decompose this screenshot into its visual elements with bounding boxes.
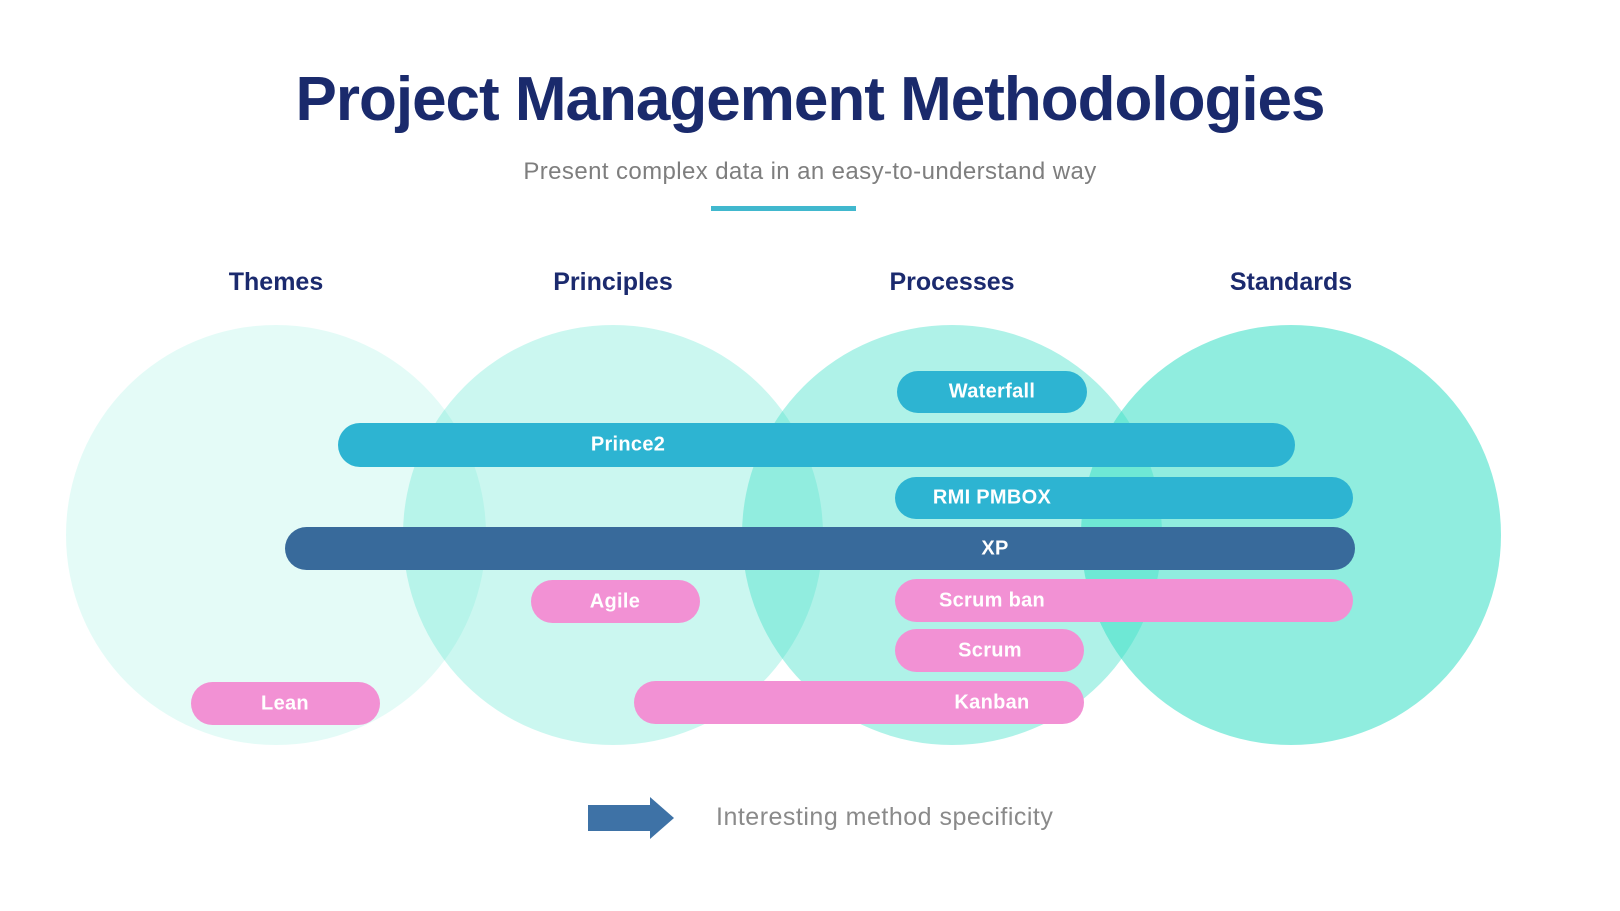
pill-label: RMI PMBOX: [932, 486, 1052, 509]
methodology-pill-waterfall: Waterfall: [897, 371, 1087, 413]
pill-label: Agile: [589, 590, 641, 612]
pill-label: Scrum: [958, 639, 1022, 661]
methodology-pill-prince2: Prince2: [338, 423, 1295, 467]
title-underline: [711, 206, 856, 211]
methodology-pill-lean: Lean: [191, 682, 380, 725]
methodology-pill-scrum-ban: Scrum ban: [895, 579, 1353, 622]
methodology-pill-agile: Agile: [531, 580, 700, 623]
column-header-standards: Standards: [1229, 268, 1353, 296]
methodology-pill-xp: XP: [285, 527, 1355, 570]
footer-caption: Interesting method specificity: [716, 803, 1054, 831]
pill-label: Prince2: [590, 433, 666, 456]
right-arrow-icon: [588, 797, 674, 839]
pill-label: Lean: [261, 692, 309, 714]
pill-label: Waterfall: [948, 380, 1036, 403]
column-header-themes: Themes: [228, 268, 324, 296]
column-header-principles: Principles: [553, 268, 673, 296]
methodology-pill-rmi-pmbox: RMI PMBOX: [895, 477, 1353, 519]
arrow-head: [650, 797, 674, 839]
page-subtitle: Present complex data in an easy-to-under…: [523, 158, 1097, 185]
methodology-pill-kanban: Kanban: [634, 681, 1084, 724]
page-title: Project Management Methodologies: [295, 65, 1325, 134]
pill-label: XP: [981, 537, 1009, 559]
column-header-processes: Processes: [889, 268, 1015, 296]
arrow-shaft: [588, 805, 650, 831]
pill-label: Scrum ban: [938, 589, 1046, 611]
methodology-pill-scrum: Scrum: [895, 629, 1084, 672]
pill-label: Kanban: [954, 691, 1030, 713]
